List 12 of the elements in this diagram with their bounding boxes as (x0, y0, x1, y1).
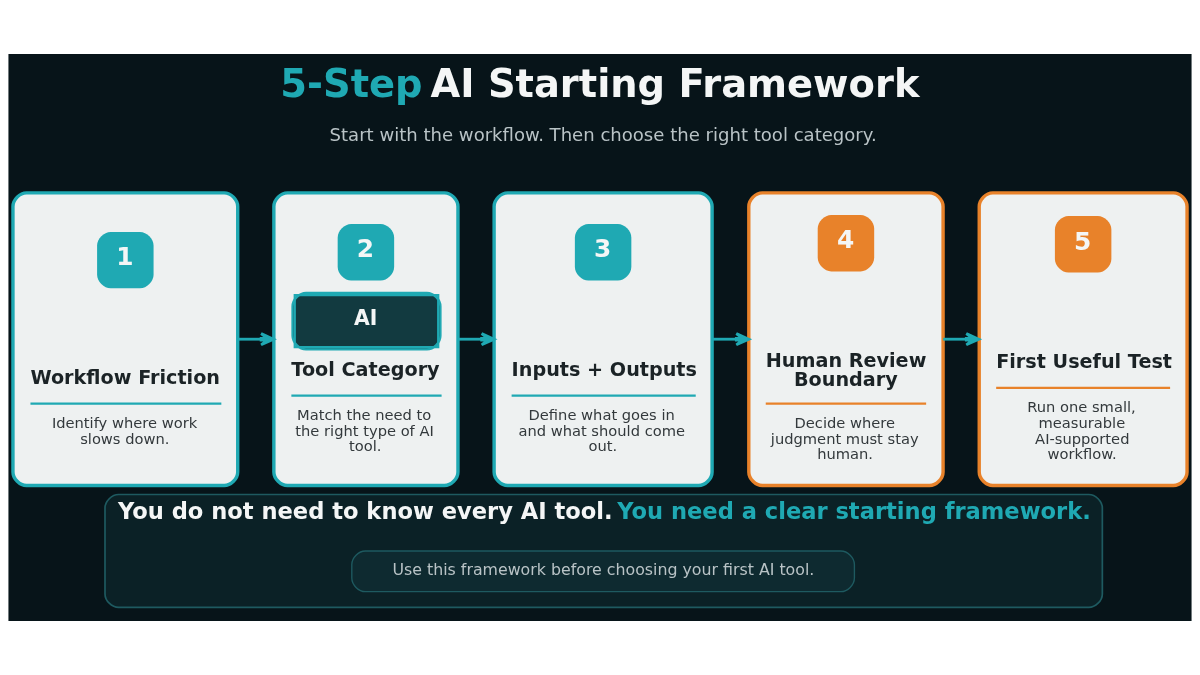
node-box: 1 Workflow Friction Identify where work slows down. (11, 191, 240, 488)
node-box: 4 Human Review Boundary Decide where judgment must stay human. (747, 191, 945, 488)
node-box: 2 AI Tool Category Match the need to the right type of AI tool. (272, 191, 460, 488)
arrow (712, 332, 751, 347)
label: Start with the workflow. Then choose the right tool category. (329, 123, 877, 145)
arrow (458, 332, 496, 347)
arrow (238, 332, 275, 347)
node-box: 3 Inputs + Outputs Define what goes in and what should come out. (492, 191, 714, 488)
node-box: 5 First Useful Test Run one small, measurable AI-supported workflow. (977, 191, 1189, 488)
node-box: Use this framework before choosing your first AI tool. (351, 550, 856, 593)
arrow (943, 332, 981, 347)
diagram-title: 5-Step AI Starting Framework (280, 60, 920, 106)
